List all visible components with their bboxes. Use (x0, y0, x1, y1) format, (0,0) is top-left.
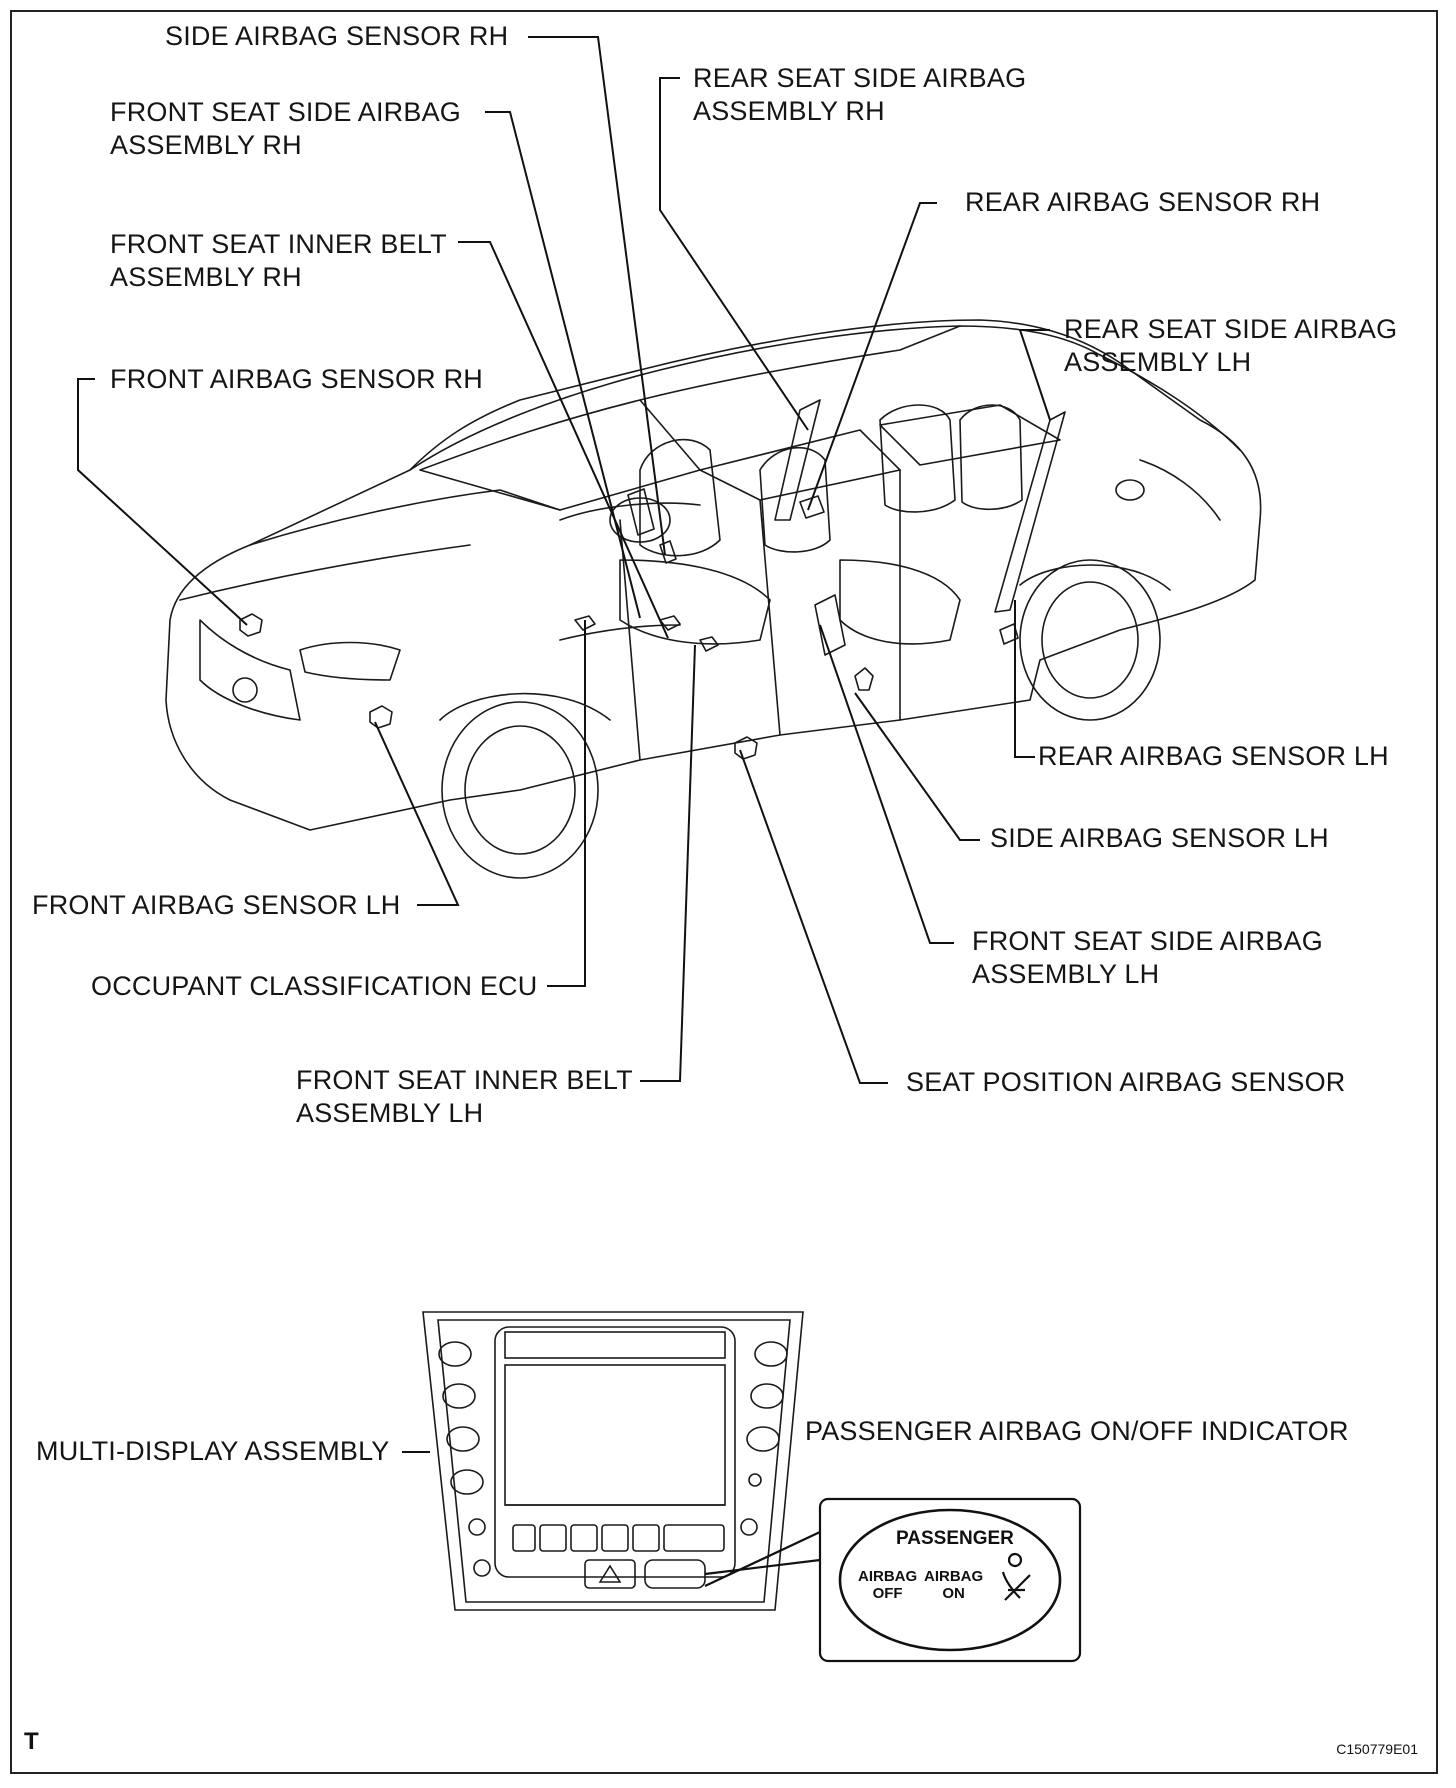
figure-frame (10, 10, 1438, 1774)
label-rear-seat-side-airbag-rh: REAR SEAT SIDE AIRBAG ASSEMBLY RH (693, 63, 1027, 126)
label-rear-airbag-sensor-lh: REAR AIRBAG SENSOR LH (1038, 741, 1389, 771)
label-occupant-classification-ecu: OCCUPANT CLASSIFICATION ECU (91, 971, 538, 1001)
leader-lines (77, 36, 1051, 1453)
car-illustration (165, 319, 1262, 879)
label-front-airbag-sensor-rh: FRONT AIRBAG SENSOR RH (110, 364, 483, 394)
label-rear-airbag-sensor-rh: REAR AIRBAG SENSOR RH (965, 187, 1321, 217)
label-front-seat-side-airbag-lh: FRONT SEAT SIDE AIRBAG ASSEMBLY LH (972, 926, 1323, 989)
label-side-airbag-sensor-rh: SIDE AIRBAG SENSOR RH (165, 21, 509, 51)
figure-code: C150779E01 (1336, 1741, 1418, 1757)
label-front-airbag-sensor-lh: FRONT AIRBAG SENSOR LH (32, 890, 401, 920)
label-front-seat-inner-belt-lh: FRONT SEAT INNER BELT ASSEMBLY LH (296, 1065, 633, 1128)
indicator-airbag-off: AIRBAG OFF (858, 1568, 918, 1602)
label-passenger-airbag-indicator: PASSENGER AIRBAG ON/OFF INDICATOR (805, 1416, 1349, 1446)
indicator-title: PASSENGER (896, 1528, 1014, 1549)
corner-mark: T (24, 1728, 39, 1755)
indicator-callout (704, 1497, 1082, 1663)
label-multi-display-assembly: MULTI-DISPLAY ASSEMBLY (36, 1436, 390, 1466)
label-front-seat-inner-belt-rh: FRONT SEAT INNER BELT ASSEMBLY RH (110, 229, 447, 292)
multi-display-panel (422, 1311, 804, 1611)
label-side-airbag-sensor-lh: SIDE AIRBAG SENSOR LH (990, 823, 1329, 853)
label-seat-position-airbag-sensor: SEAT POSITION AIRBAG SENSOR (906, 1067, 1346, 1097)
label-rear-seat-side-airbag-lh: REAR SEAT SIDE AIRBAG ASSEMBLY LH (1064, 314, 1398, 377)
indicator-airbag-on: AIRBAG ON (924, 1568, 984, 1602)
label-front-seat-side-airbag-rh: FRONT SEAT SIDE AIRBAG ASSEMBLY RH (110, 97, 461, 160)
